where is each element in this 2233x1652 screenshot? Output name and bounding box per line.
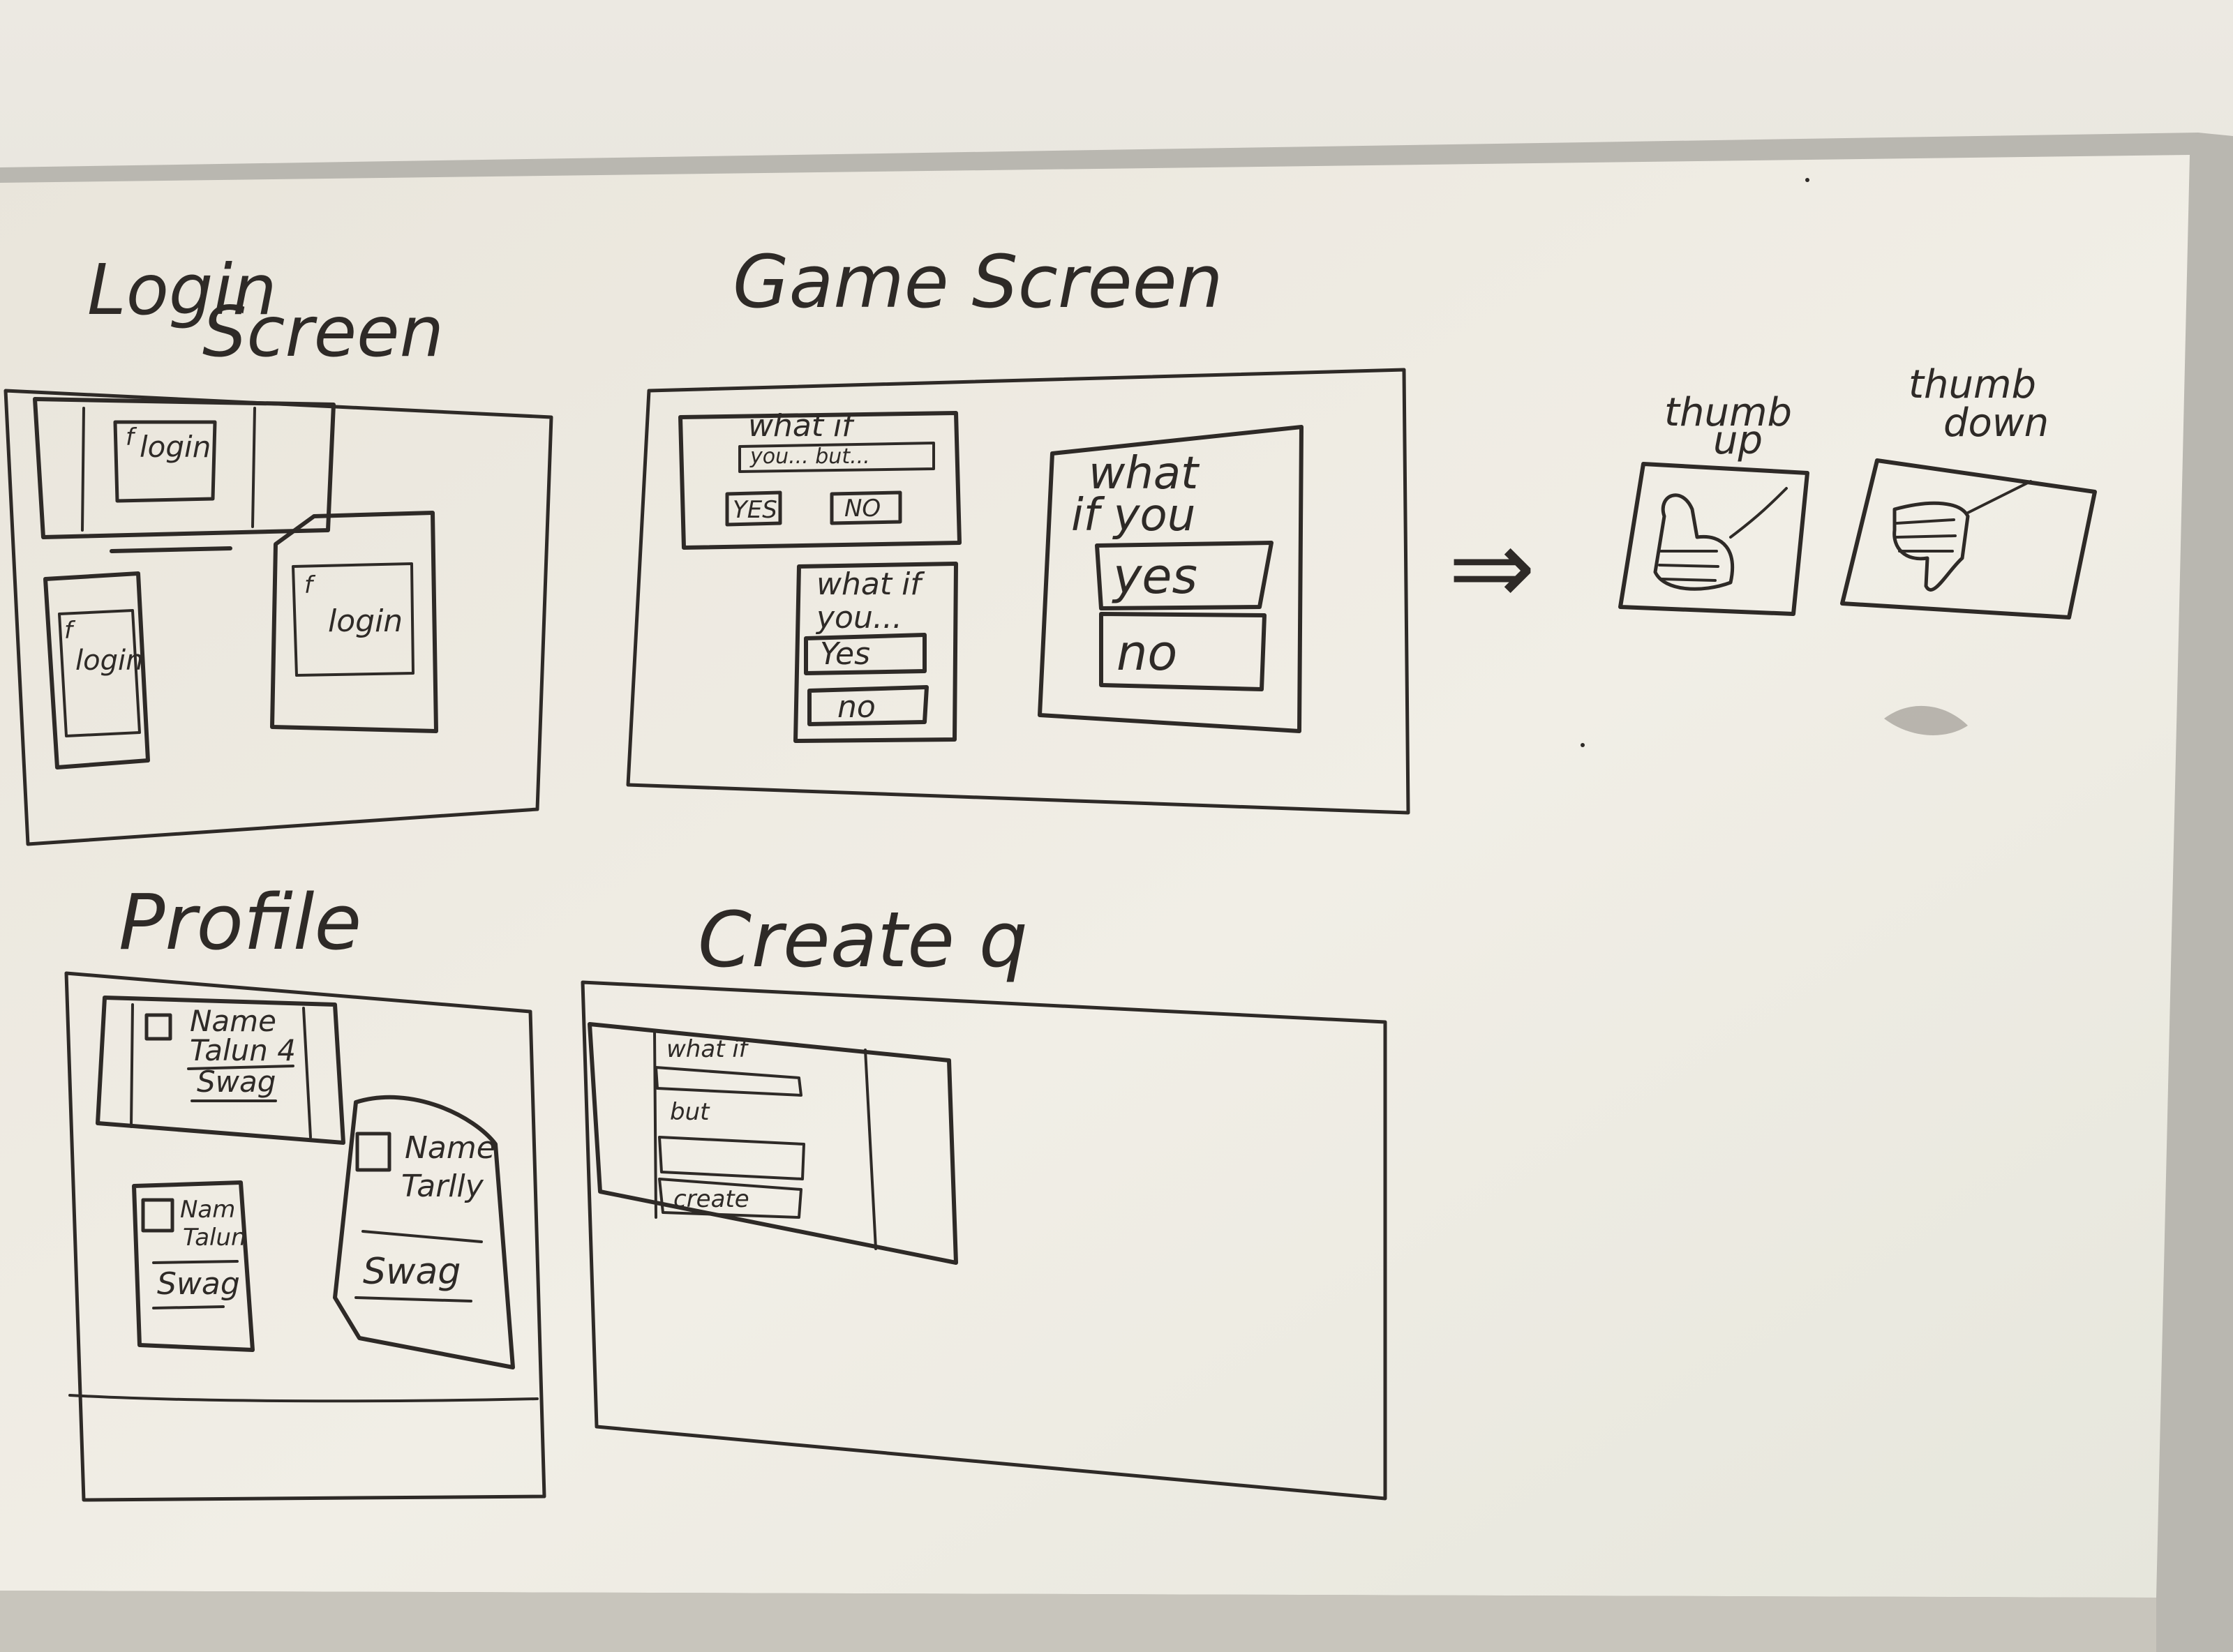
big-card-question-1: what	[1089, 448, 1200, 500]
wide-card-question: what if	[748, 408, 857, 444]
login-heading-line1: Login	[87, 249, 277, 331]
phone-sketch: f login	[43, 571, 150, 769]
small-profile-name: Nam	[180, 1196, 235, 1224]
monitor-sketch: f login	[33, 397, 336, 553]
small-question-card: what if you... Yes no	[793, 562, 958, 743]
small-profile-tagline: Talun	[183, 1224, 246, 1252]
game-section: Game Screen what if you... but... YES NO…	[626, 239, 1410, 815]
thumb-down-label-2: down	[1943, 400, 2049, 446]
big-card-no: no	[1116, 624, 1177, 682]
create-heading: Create q	[698, 895, 1028, 984]
login-heading-line2: Screen	[202, 291, 444, 373]
thumb-up-label-1: thumb	[1664, 390, 1792, 435]
create-question-form: what if but create	[588, 1022, 958, 1265]
wide-question-card: what if you... but... YES NO	[678, 408, 962, 550]
stray-dot	[1581, 743, 1585, 747]
marker-tray	[0, 1591, 2156, 1652]
tall-profile-tagline: Tarlly	[401, 1169, 484, 1204]
wide-card-yes: YES	[733, 496, 777, 524]
wide-card-input-text: you... but...	[749, 444, 870, 469]
profile-section: Profile Name Talun 4 Swag Nam Talun Swag…	[64, 878, 546, 1502]
small-profile-swag: Swag	[157, 1266, 240, 1302]
big-question-card: what if you yes no	[1038, 425, 1304, 733]
phone-login-label: login	[75, 645, 143, 677]
stray-dot	[1805, 178, 1809, 182]
wide-card-no: NO	[844, 495, 881, 523]
thumb-down-card	[1840, 458, 2097, 620]
create-section: Create q what if but create	[581, 895, 1387, 1501]
profile-small-card: Nam Talun Swag	[132, 1180, 255, 1352]
login-section: Login Screen f login f login f login	[3, 249, 553, 846]
big-card-question-2: if you	[1071, 490, 1195, 541]
wide-profile-tagline: Talun 4	[190, 1033, 296, 1067]
game-frame	[626, 368, 1410, 815]
game-heading: Game Screen	[733, 239, 1223, 324]
thumb-up-label-2: up	[1713, 418, 1763, 463]
profile-frame	[64, 971, 546, 1502]
tall-profile-swag: Swag	[363, 1251, 461, 1293]
thumb-down-label-1: thumb	[1909, 362, 2036, 407]
create-frame	[581, 980, 1387, 1501]
create-what-if-label: what if	[666, 1035, 751, 1063]
small-card-no: no	[837, 689, 876, 725]
small-card-question-2: you...	[815, 600, 902, 636]
transition-arrow: ⇒	[1448, 507, 1536, 629]
thumb-up-card	[1618, 462, 1809, 616]
profile-wide-card: Name Talun 4 Swag	[96, 996, 345, 1145]
login-frame	[3, 389, 553, 846]
tablet-login-label: login	[328, 603, 403, 639]
create-submit-label: create	[673, 1185, 749, 1213]
tall-profile-name: Name	[405, 1130, 495, 1166]
gestures-section: ⇒ thumb up thumb down	[1448, 362, 2097, 735]
small-card-yes: Yes	[820, 636, 870, 672]
tablet-sketch: f login	[270, 511, 438, 733]
small-card-question-1: what if	[816, 566, 925, 602]
profile-heading: Profile	[119, 878, 361, 967]
create-but-label: but	[670, 1098, 710, 1126]
wide-profile-name: Name	[190, 1004, 276, 1038]
profile-tall-card: Name Tarlly Swag	[333, 1095, 515, 1369]
eraser-smudge	[1884, 705, 1968, 735]
big-card-yes: yes	[1112, 548, 1197, 605]
wide-profile-swag: Swag	[197, 1065, 276, 1099]
monitor-login-label: login	[140, 430, 211, 464]
